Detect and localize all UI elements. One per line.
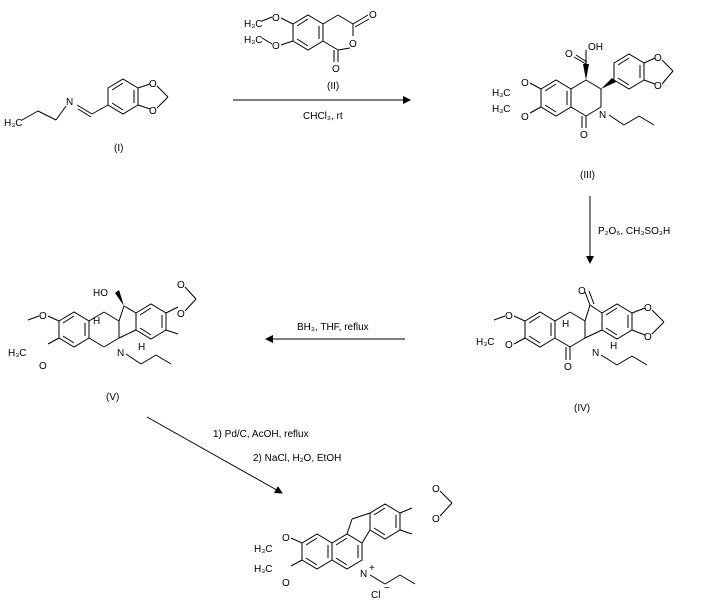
step1-reagent: CHCl₃, rt <box>303 111 343 122</box>
VI-methoxy-oxygen-1: O <box>282 533 290 544</box>
dioxole-oxygen-2: O <box>149 106 157 117</box>
methoxy-methyl-2: H₃C <box>244 35 263 46</box>
VI-methoxy-methyl-2: H₃C <box>254 564 273 575</box>
dioxole-oxygen-1: O <box>149 79 157 90</box>
carboxyl-oxygen: O <box>565 49 573 60</box>
VI-methoxy-methyl-1: H₃C <box>254 544 273 555</box>
IV-nitrogen: N <box>592 348 599 359</box>
imine-nitrogen-label: N <box>66 97 73 108</box>
anhydride-carbonyl-oxygen-1: O <box>369 10 377 21</box>
IV-lactam-oxygen: O <box>564 362 572 373</box>
IV-h-1: H <box>562 319 569 330</box>
V-nitrogen: N <box>117 348 124 359</box>
methyl-label: H₃C <box>4 118 23 129</box>
lactam-carbonyl-oxygen: O <box>580 130 588 141</box>
aryl-dioxole-oxygen-1: O <box>654 53 662 64</box>
III-methoxy-oxygen-2: O <box>521 112 529 123</box>
IV-dioxole-oxygen-2: O <box>644 332 652 343</box>
step4-reagent-line1: 1) Pd/C, AcOH, reflux <box>213 429 309 440</box>
compound-I-label: (I) <box>114 143 123 154</box>
V-hydroxyl: HO <box>93 288 108 299</box>
VI-nitrogen: N <box>360 569 367 580</box>
VI-dioxole-oxygen-2: O <box>432 514 440 525</box>
compound-IV-label: (IV) <box>574 403 590 414</box>
IV-methoxy-oxygen-1: O <box>505 311 513 322</box>
VI-methoxy-oxygen-2: O <box>282 578 290 589</box>
III-methoxy-methyl-1: H₃C <box>492 88 511 99</box>
reaction-arrow-4 <box>146 416 283 494</box>
IV-methoxy-oxygen-2: O <box>505 340 513 351</box>
compound-V-structure: H H N HO O O O O H₃C <box>8 280 197 372</box>
V-methoxy-methyl: H₃C <box>8 348 27 359</box>
lactam-nitrogen: N <box>599 110 606 121</box>
VI-dioxole-oxygen-1: O <box>432 484 440 495</box>
anhydride-carbonyl-oxygen-2: O <box>332 64 340 75</box>
carboxyl-hydroxyl: OH <box>588 42 603 53</box>
compound-IV-structure: O N H H O O O O O H₃C <box>476 286 665 373</box>
IV-ketone-oxygen: O <box>578 286 586 297</box>
V-dioxole-oxygen-2: O <box>177 309 185 320</box>
step2-reagent: P₂O₅, CH₃SO₃H <box>598 226 670 237</box>
V-h-2: H <box>138 342 145 353</box>
anhydride-ring-oxygen: O <box>349 39 357 50</box>
compound-III-structure: O N H₃C O OH O O O H₃C O H₃C <box>492 42 674 141</box>
methoxy-methyl-1: H₃C <box>244 19 263 30</box>
aryl-dioxole-oxygen-2: O <box>654 81 662 92</box>
methoxy-oxygen-1: O <box>272 13 280 24</box>
VI-cation-charge: + <box>369 563 375 574</box>
methoxy-oxygen-2: O <box>272 41 280 52</box>
counterion-chloride: Cl <box>371 590 380 601</box>
step3-reagent: BH₃, THF, reflux <box>297 322 369 333</box>
V-h-1: H <box>93 316 100 327</box>
V-methoxy-oxygen-1: O <box>39 311 47 322</box>
counterion-charge: − <box>384 583 390 594</box>
compound-II-structure: O O O O H₃C O H₃C <box>244 10 377 75</box>
III-methoxy-oxygen-1: O <box>521 78 529 89</box>
IV-dioxole-oxygen-1: O <box>644 303 652 314</box>
V-methoxy-oxygen-2: O <box>39 361 47 372</box>
step4-reagent-line2: 2) NaCl, H₂O, EtOH <box>253 453 341 464</box>
III-methoxy-methyl-2: H₃C <box>492 104 511 115</box>
compound-VI-structure: N + O O O H₃C O H₃C <box>254 484 453 589</box>
compound-III-label: (III) <box>580 170 595 181</box>
IV-h-2: H <box>610 341 617 352</box>
compound-I-structure: H₃C N O O <box>4 78 169 129</box>
compound-II-label: (II) <box>327 81 339 92</box>
IV-methoxy-methyl: H₃C <box>476 337 495 348</box>
V-dioxole-oxygen-1: O <box>177 280 185 291</box>
compound-V-label: (V) <box>106 392 119 403</box>
